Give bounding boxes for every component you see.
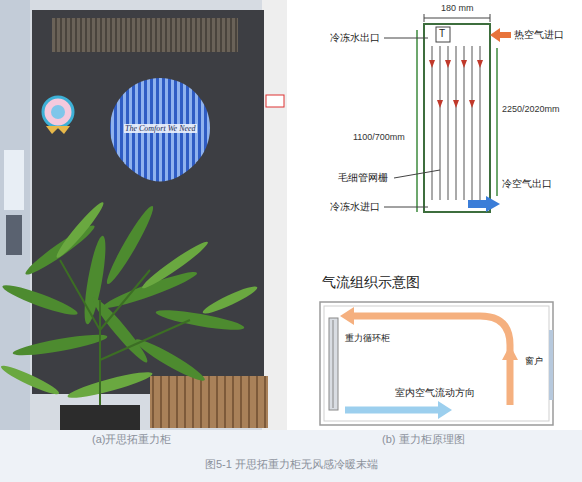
part-label: 毛细管网栅 [338, 172, 388, 184]
dimension-label: 2250/2020mm [501, 104, 561, 114]
cabinet-slogan: The Comfort We Need [124, 124, 197, 133]
part-label: 冷冻水进口 [330, 201, 380, 213]
part-label: 窗户 [524, 356, 544, 366]
dimension-label: 180 mm [441, 3, 474, 13]
part-label: 冷空气出口 [502, 178, 552, 190]
panel-caption: (b) 重力柜原理图 [382, 433, 465, 446]
part-label: 热空气进口 [514, 29, 564, 41]
part-label: 重力循环柜 [345, 333, 390, 343]
flow-label: 室内空气流动方向 [395, 387, 475, 399]
sub-title: 气流组织示意图 [322, 274, 420, 290]
sensor-label: T [439, 28, 445, 40]
panel-caption: (a)开思拓重力柜 [92, 433, 171, 446]
dimension-label: 1100/700mm [352, 132, 406, 142]
figure-caption: 图5-1 开思拓重力柜无风感冷暖末端 [205, 458, 378, 471]
part-label: 冷冻水出口 [330, 32, 380, 44]
